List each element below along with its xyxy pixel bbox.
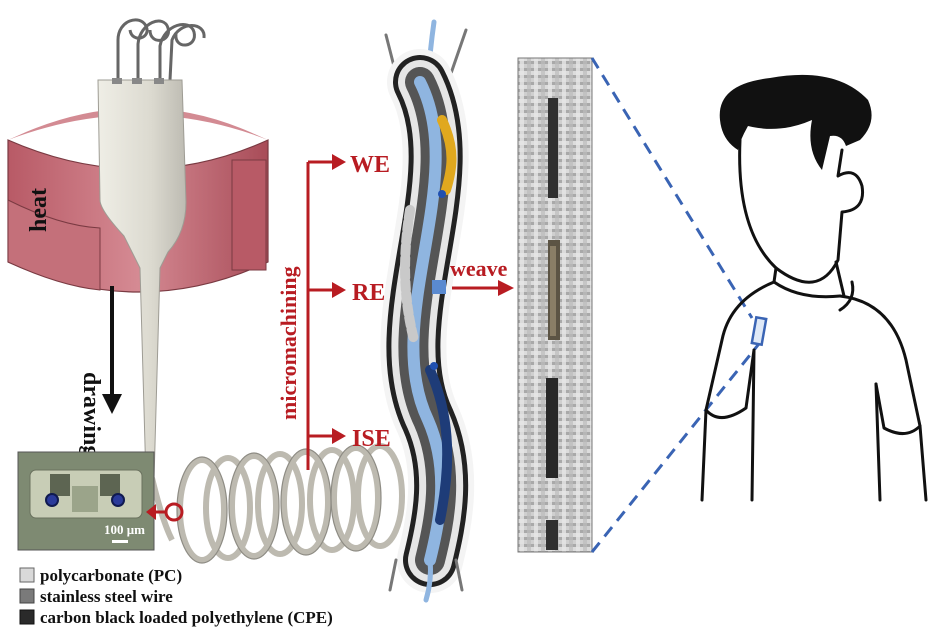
legend-label-cpe: carbon black loaded polyethylene (CPE) — [40, 608, 333, 627]
electrode-dots — [430, 190, 446, 370]
heater-front — [7, 199, 101, 291]
wire-spirals — [116, 18, 206, 81]
fiber-coil-outline — [176, 444, 382, 564]
hair — [719, 74, 872, 170]
person-illustration — [700, 138, 928, 502]
we-label: WE — [350, 152, 390, 178]
legend-swatch-pc — [19, 567, 35, 583]
cross-section-micrograph: 100 μm — [17, 451, 155, 551]
legend-label-steel: stainless steel wire — [40, 587, 173, 606]
micromachining-branches — [306, 154, 346, 470]
heat-label: heat — [26, 188, 52, 232]
legend-swatch-cpe — [19, 609, 35, 625]
scale-bar-label: 100 μm — [104, 522, 145, 537]
legend: polycarbonate (PC) stainless steel wire … — [19, 566, 333, 627]
re-label: RE — [352, 280, 385, 306]
legend-swatch-steel — [19, 588, 35, 604]
fiber-ribbon — [380, 19, 475, 603]
legend-label-pc: polycarbonate (PC) — [40, 566, 182, 585]
weave-label: weave — [450, 256, 508, 281]
woven-fabric-photo — [517, 57, 593, 553]
drawing-label: drawing — [78, 372, 104, 457]
drawing-arrow — [102, 286, 122, 414]
weave-arrow — [452, 280, 514, 296]
projection-lines — [590, 57, 764, 553]
micromachining-label: micromachining — [276, 266, 301, 420]
coil-pointer — [146, 502, 184, 522]
fabric-patch-on-shoulder — [750, 315, 768, 347]
ise-label: ISE — [352, 426, 391, 452]
